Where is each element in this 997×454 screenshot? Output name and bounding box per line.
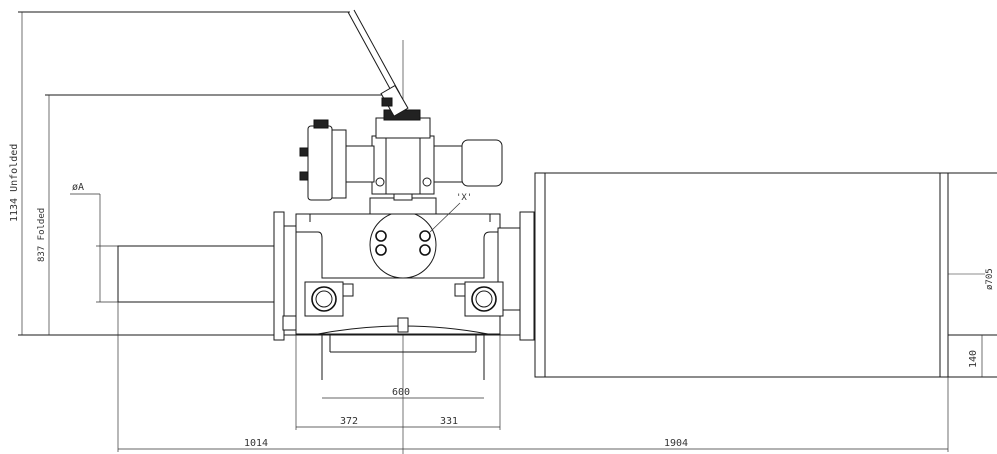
left-port-ring bbox=[311, 286, 337, 312]
cover-bolt-1 bbox=[375, 230, 387, 242]
dim-1014-label: 1014 bbox=[244, 438, 268, 449]
inlet-flange-neck bbox=[283, 225, 297, 327]
motor-left-cap bbox=[313, 119, 329, 129]
handle-lever-edge-1 bbox=[347, 11, 395, 97]
inlet-pipe bbox=[117, 245, 277, 303]
view-x-label: 'X' bbox=[456, 193, 472, 203]
right-port-lug bbox=[454, 283, 466, 297]
cover-bolt-2 bbox=[375, 244, 387, 256]
motor-left-terminal-2 bbox=[299, 171, 309, 181]
tank-ring-right bbox=[939, 172, 949, 378]
cover-bolt-4 bbox=[419, 244, 431, 256]
tank-body bbox=[534, 172, 948, 378]
motor-left-terminal-1 bbox=[299, 147, 309, 157]
motor-right-coupling bbox=[433, 145, 467, 183]
motor-left-cover bbox=[307, 125, 333, 201]
inlet-flange-bolt bbox=[282, 315, 298, 331]
outlet-flange bbox=[519, 211, 535, 341]
tank-ring-left bbox=[534, 172, 546, 378]
dim-1904-label: 1904 bbox=[664, 438, 688, 449]
handle-lever-edge-2 bbox=[353, 9, 401, 95]
dim-331-label: 331 bbox=[440, 416, 458, 427]
folded-label: 837 Folded bbox=[37, 208, 47, 262]
dim-600-label: 600 bbox=[392, 387, 410, 398]
dim-140-label: 140 bbox=[968, 350, 979, 368]
diameter-705-label: ø705 bbox=[985, 268, 995, 290]
view-x-leader bbox=[429, 202, 461, 233]
dim-372-label: 372 bbox=[340, 416, 358, 427]
gearbox-bolt-right bbox=[422, 177, 432, 187]
motor-right-body bbox=[461, 139, 503, 187]
gearbox-top bbox=[375, 117, 431, 139]
diameter-a-label: øA bbox=[72, 182, 84, 193]
unfolded-label: 1134 Unfolded bbox=[9, 144, 20, 222]
left-port-lug bbox=[342, 283, 354, 297]
handle-knob bbox=[381, 97, 393, 107]
drain-plug bbox=[397, 317, 409, 333]
left-port-inner bbox=[315, 290, 333, 308]
right-port-inner bbox=[475, 290, 493, 308]
cover-bolt-3 bbox=[419, 230, 431, 242]
right-port-ring bbox=[471, 286, 497, 312]
gearbox-bolt-left bbox=[375, 177, 385, 187]
